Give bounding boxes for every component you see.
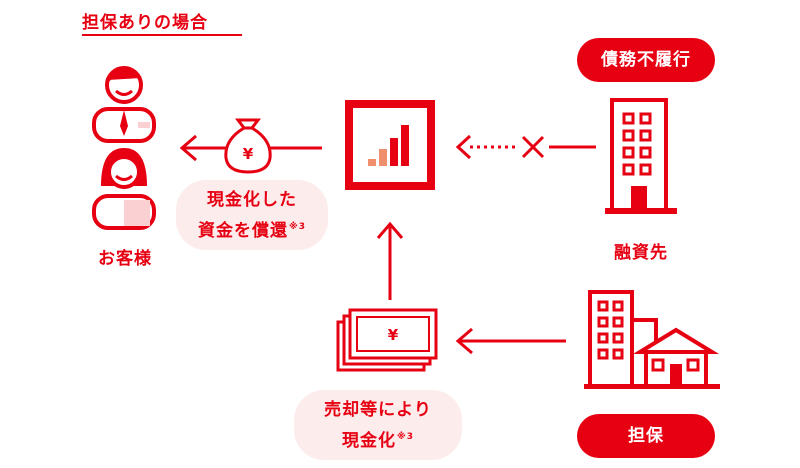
fund-logo-icon [345, 100, 435, 190]
repay-line1: 現金化した [207, 190, 297, 210]
cash-bills-icon: ¥ [336, 308, 438, 372]
diagram-title: 担保ありの場合 [82, 13, 208, 33]
collateral-to-cash-arrow [455, 327, 566, 355]
bill-yen-symbol: ¥ [388, 326, 399, 344]
collateral-buildings-icon [584, 290, 720, 389]
borrower-building-icon [605, 98, 677, 214]
customer-woman-icon [92, 147, 156, 230]
blocked-arrow [455, 134, 596, 160]
repay-bubble: 現金化した 資金を償還※3 [176, 180, 328, 250]
repay-note: ※3 [288, 222, 306, 232]
sell-line1: 売却等により [324, 400, 432, 420]
sell-note: ※3 [396, 432, 414, 442]
money-bag-icon: ¥ [224, 118, 272, 174]
sell-line2: 現金化 [341, 431, 396, 451]
bag-yen-symbol: ¥ [243, 145, 254, 163]
cash-to-fund-arrow [376, 221, 404, 300]
customer-label: お客様 [98, 249, 152, 269]
sell-bubble: 売却等により 現金化※3 [294, 390, 462, 460]
sell-line2-row: 現金化※3 [294, 424, 462, 455]
repay-line2: 資金を償還 [197, 221, 288, 241]
collateral-badge: 担保 [577, 414, 715, 458]
repay-line2-row: 資金を償還※3 [176, 214, 328, 245]
title-underline [82, 34, 242, 36]
borrower-label: 融資先 [614, 243, 668, 263]
customer-man-icon [92, 66, 156, 143]
default-badge: 債務不履行 [577, 38, 715, 82]
